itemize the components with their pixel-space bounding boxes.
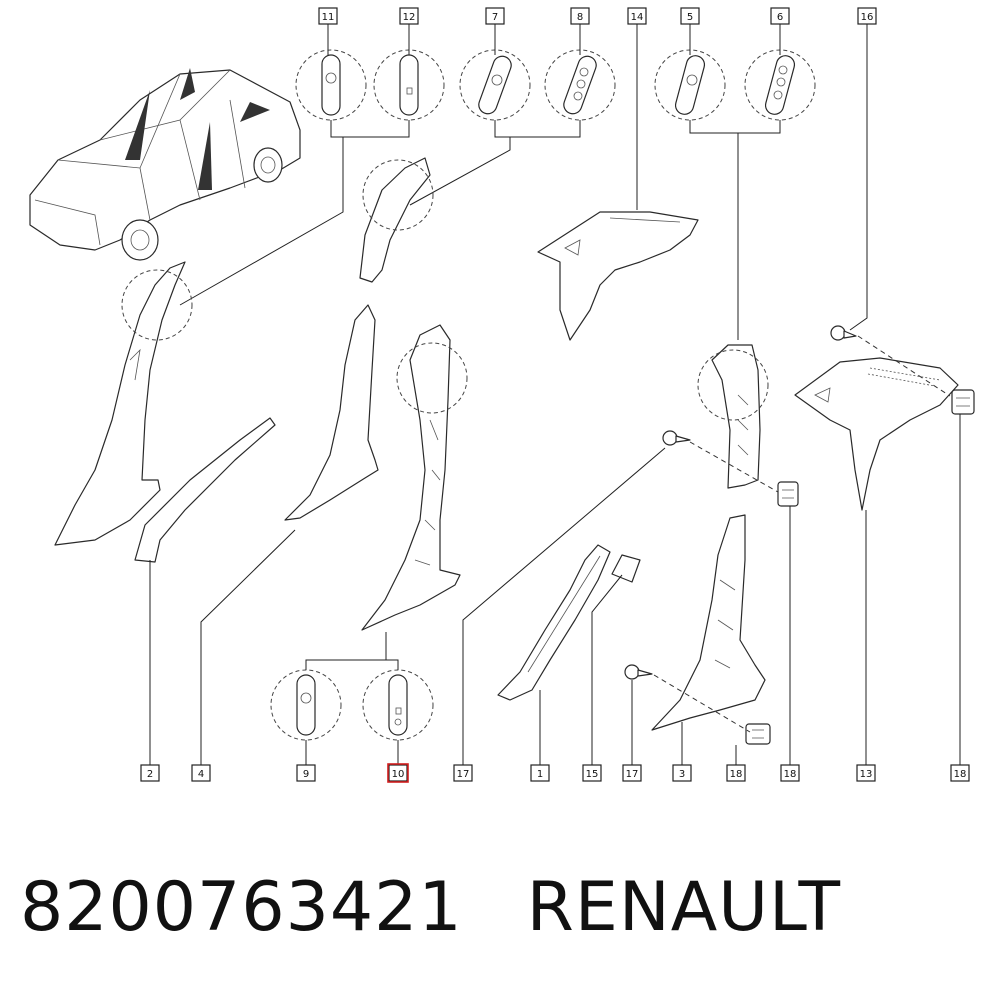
callout-label: 5 <box>687 12 693 23</box>
callout-14: 14 <box>627 7 647 25</box>
callout-label: 14 <box>631 12 644 23</box>
highlight-box <box>387 763 409 783</box>
brand-name: RENAULT <box>526 867 842 947</box>
zoom-detail-9 <box>270 669 342 741</box>
part-2-strip <box>134 417 276 563</box>
screw-icon <box>662 430 691 446</box>
part-4-b-pillar-trim <box>284 304 379 521</box>
part-3-c-pillar-trim <box>651 514 766 731</box>
part-13-rear-trim <box>794 357 959 511</box>
callout-5: 5 <box>680 7 700 25</box>
callout-label: 3 <box>679 769 685 780</box>
callout-15: 15 <box>582 764 602 782</box>
part-b-pillar-right-trim <box>697 344 769 489</box>
callout-13: 13 <box>856 764 876 782</box>
callout-11: 11 <box>318 7 338 25</box>
callout-17: 17 <box>453 764 473 782</box>
callout-label: 8 <box>577 12 583 23</box>
callout-18: 18 <box>950 764 970 782</box>
part-2-a-pillar-trim <box>54 261 193 546</box>
callout-4: 4 <box>191 764 211 782</box>
callout-16: 16 <box>857 7 877 25</box>
callout-label: 7 <box>492 12 498 23</box>
callout-label: 18 <box>954 769 967 780</box>
zoom-detail-12 <box>373 49 445 121</box>
callout-9: 9 <box>296 764 316 782</box>
car-illustration <box>29 68 301 261</box>
callout-label: 2 <box>147 769 153 780</box>
callout-label: 9 <box>303 769 309 780</box>
parts-diagram: 11 12 7 8 14 5 6 16 2 4 9 10 17 1 15 17 3 18 18 13 18 <box>29 7 975 783</box>
callout-label: 17 <box>626 769 639 780</box>
screw-icon <box>624 664 653 680</box>
callout-10: 10 <box>387 763 409 783</box>
callout-18: 18 <box>726 764 746 782</box>
callout-label: 10 <box>392 769 405 780</box>
callout-label: 15 <box>586 769 599 780</box>
callout-label: 4 <box>198 769 204 780</box>
zoom-detail-11 <box>295 49 367 121</box>
callout-label: 17 <box>457 769 470 780</box>
callout-label: 16 <box>861 12 874 23</box>
footer: 8200763421 RENAULT <box>20 852 980 962</box>
callout-label: 11 <box>322 12 335 23</box>
callout-18: 18 <box>780 764 800 782</box>
callout-17: 17 <box>622 764 642 782</box>
callout-6: 6 <box>770 7 790 25</box>
callout-1: 1 <box>530 764 550 782</box>
callout-3: 3 <box>672 764 692 782</box>
callout-7: 7 <box>485 7 505 25</box>
callout-label: 6 <box>777 12 783 23</box>
part-1-sill-trim <box>497 544 611 701</box>
clip-18-icon <box>777 481 799 507</box>
part-upper-a-pillar-trim <box>359 157 434 283</box>
zoom-detail-7 <box>459 49 531 121</box>
part-14-trim <box>537 211 699 341</box>
part-b-pillar-lower-trim <box>361 324 468 631</box>
callout-2: 2 <box>140 764 160 782</box>
clip-18-icon <box>951 389 975 415</box>
zoom-detail-10 <box>362 669 434 741</box>
part-15-clip <box>611 554 641 583</box>
callout-12: 12 <box>399 7 419 25</box>
part-number: 8200763421 <box>20 867 463 947</box>
callout-label: 18 <box>784 769 797 780</box>
zoom-detail-6 <box>744 49 816 121</box>
callout-label: 13 <box>860 769 873 780</box>
zoom-detail-8 <box>544 49 616 121</box>
callout-label: 1 <box>537 769 543 780</box>
clip-18-icon <box>745 723 771 745</box>
zoom-detail-5 <box>654 49 726 121</box>
callout-label: 12 <box>403 12 416 23</box>
callout-label: 18 <box>730 769 743 780</box>
callout-8: 8 <box>570 7 590 25</box>
screw-icon <box>830 325 857 341</box>
